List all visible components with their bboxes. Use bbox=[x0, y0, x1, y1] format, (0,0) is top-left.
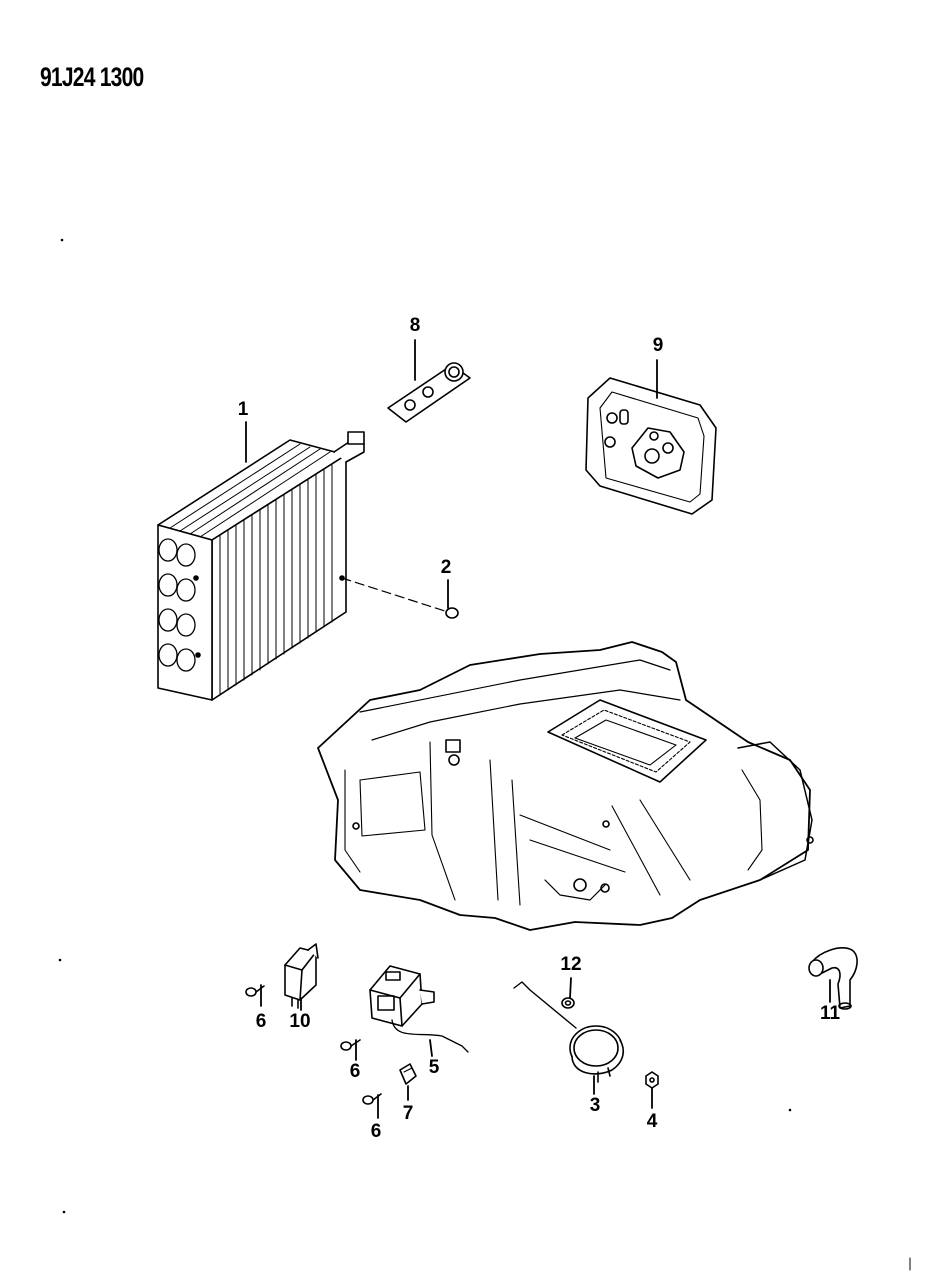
clip bbox=[399, 1063, 417, 1085]
callout-2: 2 bbox=[440, 557, 452, 578]
callout-8: 8 bbox=[409, 315, 421, 336]
screw-6c bbox=[362, 1093, 382, 1105]
nut-4 bbox=[645, 1071, 659, 1089]
valve-gasket-plate bbox=[585, 377, 717, 515]
diagram-id: 91J24 1300 bbox=[40, 62, 144, 92]
callout-3: 3 bbox=[589, 1095, 601, 1116]
callout-5: 5 bbox=[428, 1057, 440, 1078]
callout-6c: 6 bbox=[370, 1121, 382, 1142]
screw-6a bbox=[245, 985, 265, 997]
drain-tube bbox=[808, 947, 858, 1010]
leader-lines bbox=[245, 339, 831, 1119]
callout-12: 12 bbox=[560, 954, 582, 975]
hvac-housing bbox=[317, 641, 814, 931]
vacuum-actuator bbox=[513, 981, 625, 1083]
callout-9: 9 bbox=[652, 335, 664, 356]
callout-7: 7 bbox=[402, 1103, 414, 1124]
relay bbox=[284, 943, 319, 1009]
callout-6b: 6 bbox=[349, 1061, 361, 1082]
blower-resistor bbox=[369, 965, 469, 1053]
callout-1: 1 bbox=[237, 399, 249, 420]
screw-2 bbox=[445, 607, 459, 619]
callout-10: 10 bbox=[289, 1011, 311, 1032]
callout-6a: 6 bbox=[255, 1011, 267, 1032]
scan-specks bbox=[58, 238, 911, 1271]
callout-4: 4 bbox=[646, 1111, 658, 1132]
screw-6b bbox=[340, 1039, 361, 1051]
nut-12 bbox=[561, 997, 575, 1009]
expansion-valve bbox=[387, 362, 471, 423]
callout-11: 11 bbox=[819, 1003, 841, 1024]
evaporator-core bbox=[157, 431, 449, 701]
